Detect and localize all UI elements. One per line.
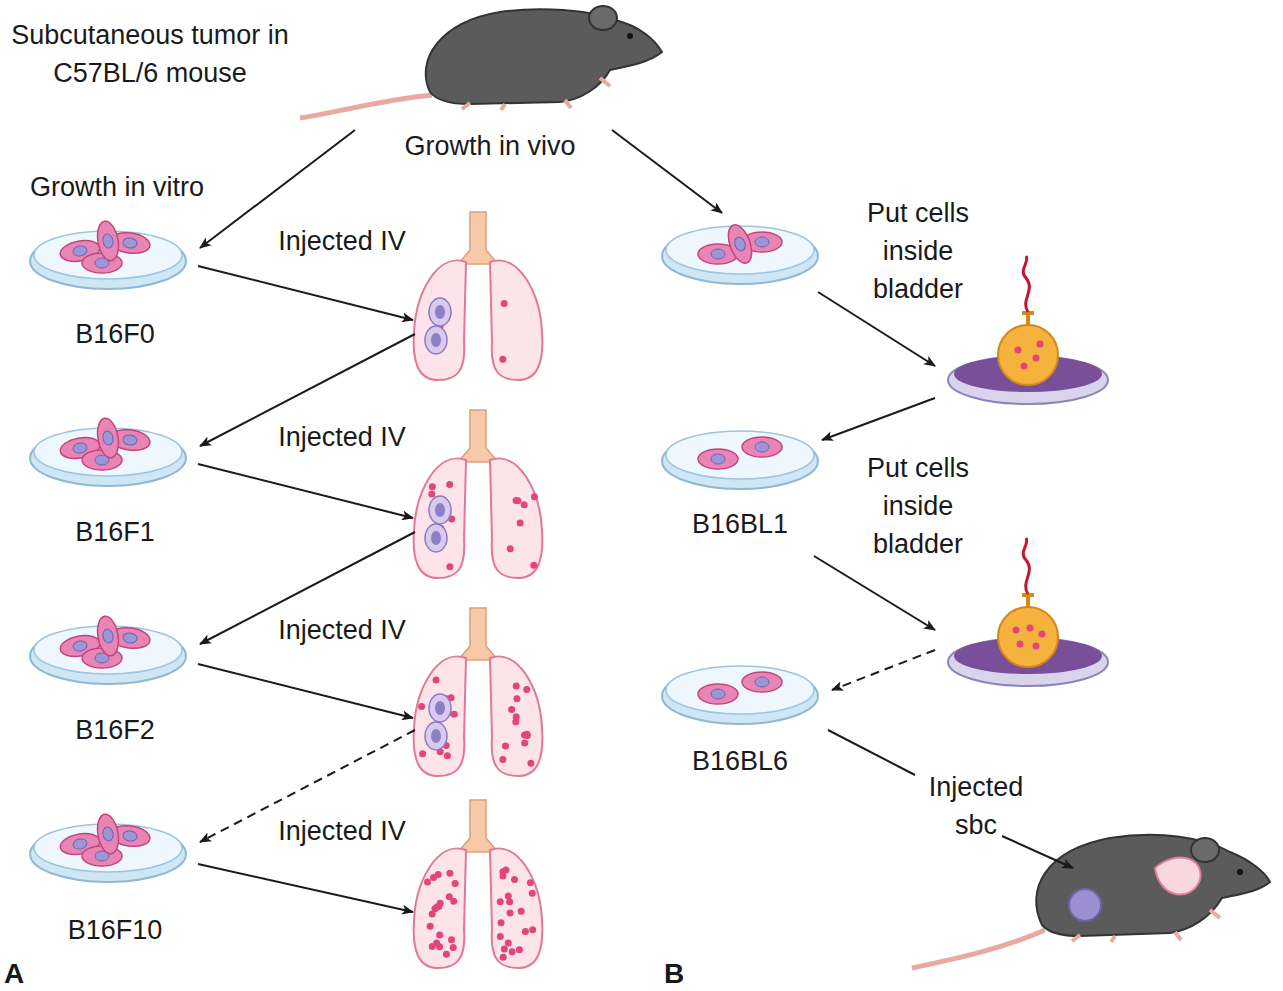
petri-dish	[662, 222, 818, 284]
cell-line-label: B16BL6	[688, 745, 792, 777]
petri-dish	[30, 615, 186, 684]
petri-dish	[30, 417, 186, 486]
label-text: Growth in vivo	[404, 131, 575, 161]
cell-line-label: B16F0	[71, 318, 159, 350]
panel-letter: A	[4, 955, 44, 991]
annotation: Growth in vivo	[375, 127, 605, 165]
petri-dish	[662, 666, 818, 724]
label-text: Injected IV	[278, 226, 406, 256]
cell-line-label: B16F10	[64, 914, 167, 946]
lung	[414, 608, 543, 776]
label-text: Put cells inside bladder	[867, 198, 969, 304]
annotation: Injected IV	[272, 418, 412, 456]
petri-dish	[662, 431, 818, 489]
petri-dish	[30, 813, 186, 882]
cell-line-label: B16BL1	[688, 508, 792, 540]
petri-dish	[30, 220, 186, 289]
cell-line-name: B16F2	[75, 715, 155, 745]
arrows	[198, 130, 1073, 912]
cell-line-name: B16F10	[68, 915, 163, 945]
label-text: Injected IV	[278, 816, 406, 846]
panel-letter: B	[664, 955, 704, 991]
annotation: Put cells inside bladder	[848, 194, 988, 308]
label-text: Subcutaneous tumor in C57BL/6 mouse	[11, 20, 289, 88]
annotation: Injected IV	[272, 812, 412, 850]
bladder-dish	[948, 538, 1108, 686]
annotation: Injected IV	[272, 611, 412, 649]
label-text: A	[4, 958, 24, 989]
annotation: Growth in vitro	[2, 168, 232, 206]
annotation: Injected IV	[272, 222, 412, 260]
label-text: Injected IV	[278, 615, 406, 645]
annotation: Injected sbc	[906, 768, 1046, 844]
mouse-top	[300, 6, 662, 118]
label-text: Growth in vitro	[30, 172, 204, 202]
annotation: Subcutaneous tumor in C57BL/6 mouse	[5, 16, 295, 92]
cell-line-label: B16F2	[71, 714, 159, 746]
annotation: Put cells inside bladder	[848, 449, 988, 563]
label-text: Injected IV	[278, 422, 406, 452]
bladder-dish	[948, 256, 1108, 404]
label-text: Put cells inside bladder	[867, 453, 969, 559]
cell-line-name: B16BL6	[692, 746, 788, 776]
label-text: Injected sbc	[929, 772, 1024, 840]
cell-line-name: B16F0	[75, 319, 155, 349]
lung	[414, 410, 543, 578]
mouse-bottom	[912, 835, 1270, 968]
cell-line-name: B16BL1	[692, 509, 788, 539]
label-text: B	[664, 958, 684, 989]
lung	[414, 212, 543, 380]
lung	[414, 800, 543, 968]
cell-line-name: B16F1	[75, 517, 155, 547]
cell-line-label: B16F1	[71, 516, 159, 548]
